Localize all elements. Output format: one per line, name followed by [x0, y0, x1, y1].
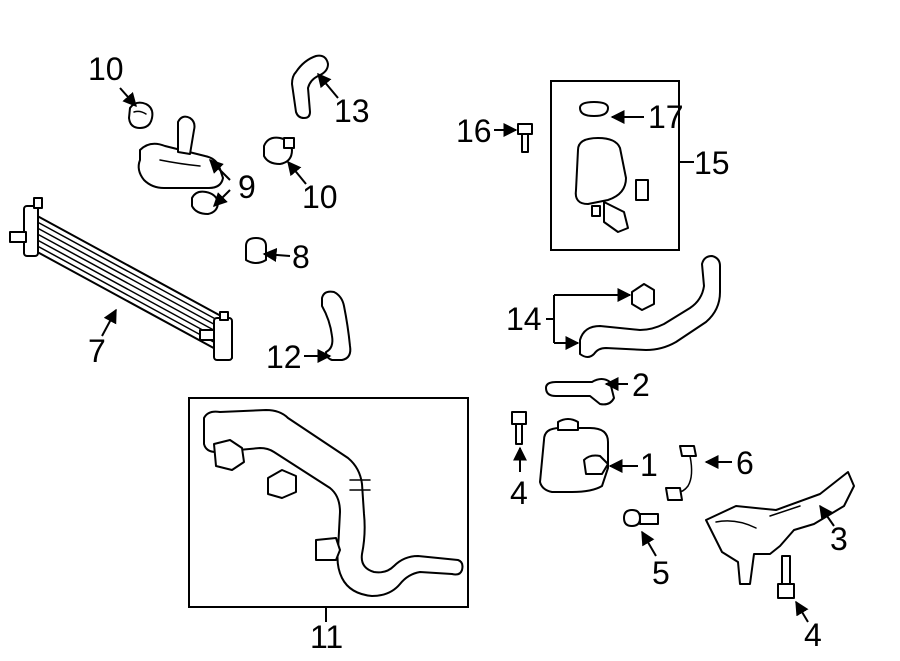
part-4-bolt-right[interactable] — [777, 555, 795, 599]
part-8-plug[interactable] — [245, 237, 267, 264]
label-11: 11 — [310, 619, 343, 655]
label-7: 7 — [88, 333, 106, 369]
part-7-radiator[interactable] — [9, 197, 233, 361]
label-17: 17 — [648, 99, 684, 135]
label-4-left: 4 — [510, 475, 528, 511]
label-9: 9 — [238, 169, 256, 205]
part-9-hose[interactable] — [137, 115, 224, 215]
callout-labels: 10 9 13 10 8 7 12 11 16 17 15 14 2 1 4 6… — [88, 51, 848, 655]
label-14: 14 — [506, 301, 542, 337]
label-10-mid: 10 — [302, 179, 338, 215]
part-10-clamp-mid[interactable] — [263, 136, 295, 165]
part-4-bolt-left[interactable] — [511, 411, 527, 445]
label-8: 8 — [292, 239, 310, 275]
label-10-left: 10 — [88, 51, 124, 87]
label-16: 16 — [456, 113, 492, 149]
part-10-clamp-left[interactable] — [128, 101, 154, 129]
label-3: 3 — [830, 521, 848, 557]
part-6-harness[interactable] — [665, 445, 697, 501]
label-6: 6 — [736, 445, 754, 481]
label-15: 15 — [694, 145, 730, 181]
label-2: 2 — [632, 367, 650, 403]
part-16-bolt[interactable] — [517, 123, 533, 153]
part-12-hose[interactable] — [321, 290, 352, 361]
label-4-right: 4 — [804, 617, 822, 653]
part-15-reservoir-box[interactable] — [550, 80, 680, 251]
part-11-hose-assembly-box[interactable] — [188, 397, 469, 608]
leader-lines — [101, 72, 835, 623]
label-5: 5 — [652, 555, 670, 591]
part-5-bolt[interactable] — [623, 509, 659, 527]
part-14-hose[interactable] — [579, 255, 721, 358]
label-1: 1 — [640, 447, 658, 483]
label-12: 12 — [266, 339, 302, 375]
part-13-hose[interactable] — [291, 54, 329, 119]
part-2-bracket[interactable] — [545, 378, 615, 406]
part-1-pump[interactable] — [539, 418, 609, 493]
label-13: 13 — [334, 93, 370, 129]
part-3-bracket[interactable] — [705, 471, 855, 585]
